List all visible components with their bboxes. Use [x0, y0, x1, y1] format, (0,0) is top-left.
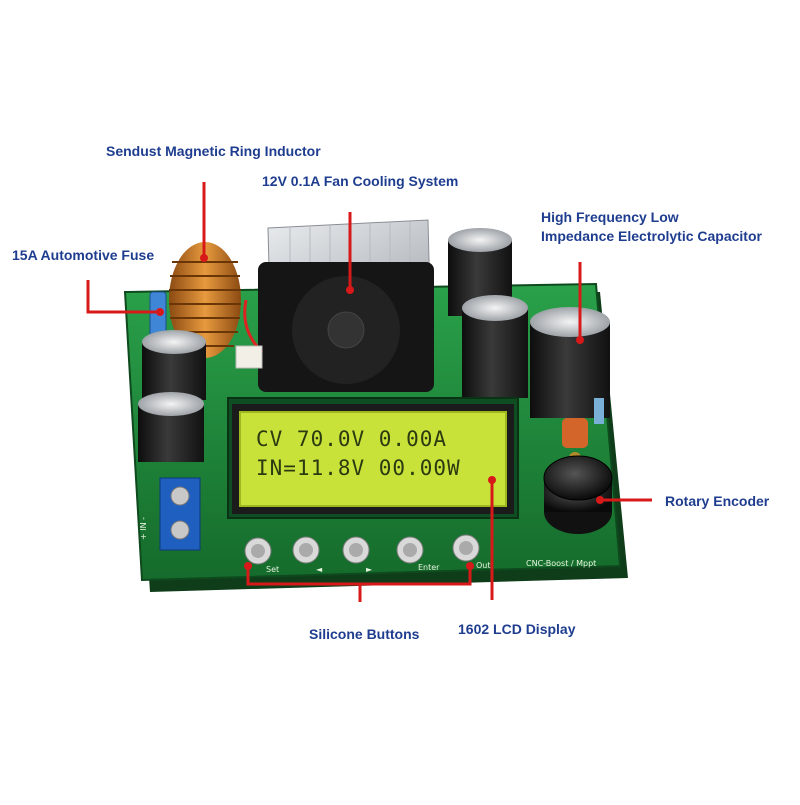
callout-inductor-label: Sendust Magnetic Ring Inductor: [106, 143, 321, 159]
lcd-line-2: IN=11.8V 00.00W: [256, 456, 461, 480]
button-set[interactable]: [244, 537, 272, 565]
callout-fan-label: 12V 0.1A Fan Cooling System: [262, 173, 459, 189]
button-enter[interactable]: [396, 536, 424, 564]
callout-buttons-label: Silicone Buttons: [309, 626, 420, 642]
callout-capacitor-label-2: Impedance Electrolytic Capacitor: [541, 228, 762, 244]
button-right[interactable]: [342, 536, 370, 564]
rotary-encoder-knob[interactable]: [543, 455, 613, 501]
capacitor-middle-right: [462, 295, 528, 398]
lcd-screen: [240, 412, 506, 506]
fan-connector: [235, 345, 263, 369]
capacitor-left-bottom: [138, 392, 204, 462]
callout-dots: [156, 254, 604, 570]
callout-lcd-label: 1602 LCD Display: [458, 621, 576, 637]
resistor: [594, 398, 604, 424]
film-capacitor: [562, 418, 588, 448]
button-out[interactable]: [452, 534, 480, 562]
silk-model-label: CNC-Boost / Mppt: [526, 559, 596, 568]
button-label-out: Out: [476, 561, 491, 570]
ring-inductor: [169, 242, 241, 358]
lcd-line-1: CV 70.0V 0.00A: [256, 427, 447, 451]
button-label-left: ◄: [316, 565, 323, 574]
button-left[interactable]: [292, 536, 320, 564]
callout-line-fuse: [86, 280, 160, 314]
button-label-set: Set: [266, 565, 279, 574]
callout-fuse-label: 15A Automotive Fuse: [12, 247, 155, 263]
callout-encoder-label: Rotary Encoder: [665, 493, 770, 509]
callout-lines: [86, 182, 652, 602]
callout-capacitor-label-1: High Frequency Low: [541, 209, 679, 225]
silk-input-label: + IN -: [139, 517, 148, 540]
button-label-enter: Enter: [418, 563, 440, 572]
capacitor-left-top: [142, 330, 206, 400]
button-label-right: ►: [366, 565, 373, 574]
